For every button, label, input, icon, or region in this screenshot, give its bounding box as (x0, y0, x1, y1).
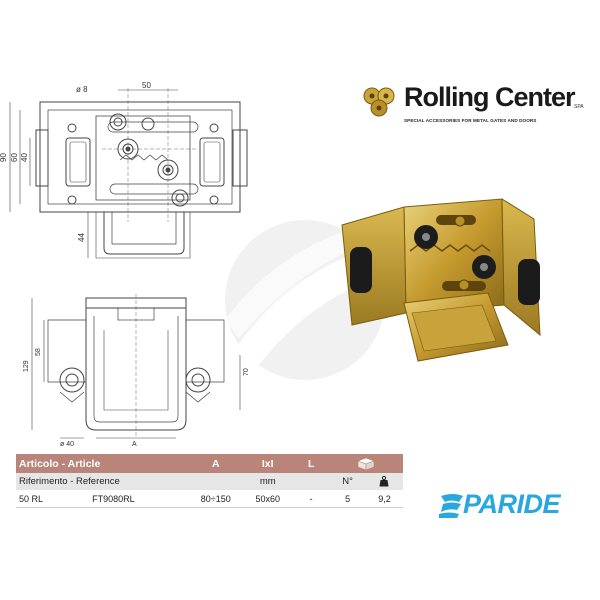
dim-90: 90 (0, 153, 8, 162)
product-photo (341, 198, 541, 362)
brand-name: Rolling Center (404, 82, 576, 112)
cell-ixi: 50x60 (242, 490, 294, 508)
dim-a: A (132, 441, 137, 448)
cell-article: 50 RL (16, 490, 90, 508)
dim-diameter-8: ø 8 (76, 85, 88, 94)
dim-129: 129 (23, 360, 30, 372)
cell-reference: FT9080RL (89, 490, 190, 508)
col-qty: N° (329, 473, 366, 490)
brand-suffix: SPA (574, 104, 584, 110)
weight-icon (379, 475, 389, 487)
paride-logo: PARIDE (437, 489, 597, 520)
col-ixi: IxI (242, 454, 294, 473)
seller-name: PARIDE (463, 489, 561, 519)
cell-qty: 5 (329, 490, 366, 508)
cell-a: 80÷150 (189, 490, 243, 508)
rolling-center-emblem-icon (363, 87, 395, 117)
cell-weight: 9,2 (365, 490, 403, 508)
paride-swoosh-icon (439, 494, 463, 518)
col-article: Articolo - Article (16, 454, 190, 473)
col-a: A (189, 454, 243, 473)
col-pack (329, 454, 403, 473)
table-header-row: Articolo - Article A IxI L (16, 454, 403, 473)
table-subheader-row: Riferimento - Reference mm N° (16, 473, 403, 490)
dim-40: 40 (20, 153, 29, 162)
box-icon (357, 457, 375, 471)
dim-44: 44 (77, 233, 86, 242)
col-reference: Riferimento - Reference (16, 473, 190, 490)
dim-diameter-40: ø 40 (60, 441, 74, 448)
dim-50: 50 (142, 81, 151, 90)
dim-58: 58 (35, 348, 42, 356)
dim-60: 60 (10, 153, 19, 162)
table-row: 50 RL FT9080RL 80÷150 50x60 - 5 9,2 (16, 490, 403, 508)
spec-table: Articolo - Article A IxI L Riferimento -… (16, 454, 403, 508)
brand-tagline: SPECIAL ACCESSORIES FOR METAL GATES AND … (404, 118, 537, 123)
technical-drawing-bottom: 129 58 70 ø 40 A (23, 294, 250, 448)
cell-l: - (293, 490, 330, 508)
col-l: L (293, 454, 330, 473)
technical-drawing-top: ø 8 50 90 60 40 44 (0, 81, 248, 259)
col-weight (365, 473, 403, 490)
dim-70: 70 (243, 368, 250, 376)
col-unit: mm (242, 473, 294, 490)
rolling-center-logo: Rolling Center SPA SPECIAL ACCESSORIES F… (360, 80, 600, 130)
